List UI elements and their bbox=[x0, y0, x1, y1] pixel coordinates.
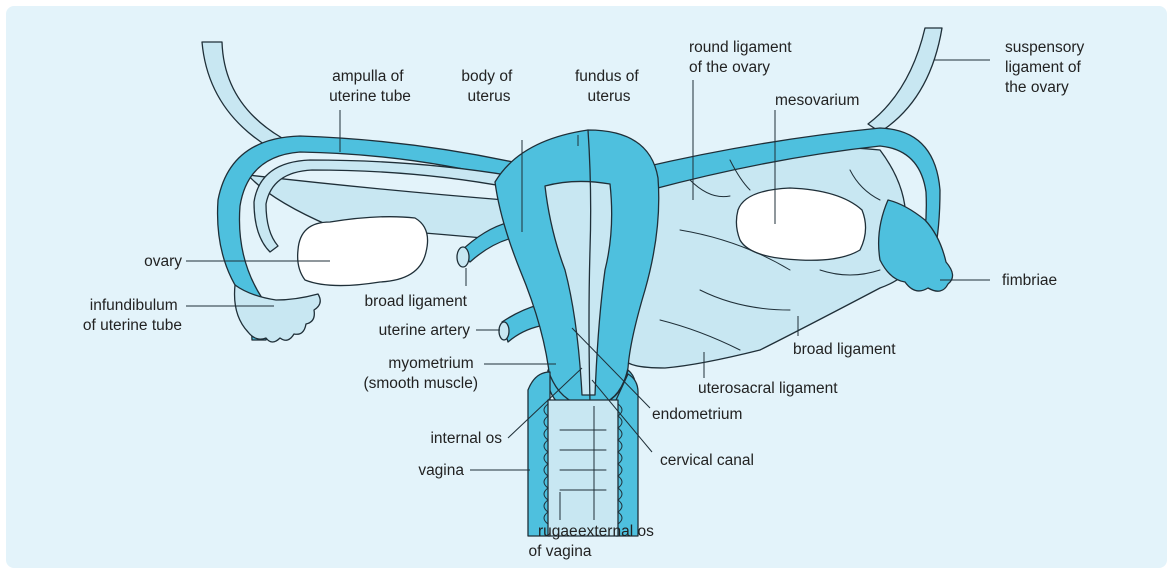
label-endometrium: endometrium bbox=[652, 406, 742, 423]
label-external-os: external os bbox=[578, 523, 654, 540]
vaginal-canal bbox=[548, 400, 618, 536]
label-mesovarium: mesovarium bbox=[775, 92, 859, 109]
label-broad-ligament-right: broad ligament bbox=[793, 341, 896, 358]
label-internal-os: internal os bbox=[430, 430, 502, 447]
label-cervical-canal: cervical canal bbox=[660, 452, 754, 469]
label-broad-ligament-left: broad ligament bbox=[364, 293, 467, 310]
uterine-artery-end bbox=[499, 322, 509, 340]
label-vagina: vagina bbox=[418, 462, 464, 479]
round-ligament-stub-end bbox=[457, 247, 469, 267]
label-fimbriae: fimbriae bbox=[1002, 272, 1057, 289]
left-ovary bbox=[298, 217, 428, 286]
label-ovary: ovary bbox=[144, 253, 182, 270]
label-uterosacral-ligament: uterosacral ligament bbox=[698, 380, 838, 397]
vagina-wall-right bbox=[616, 374, 638, 536]
label-uterine-artery: uterine artery bbox=[379, 322, 471, 339]
